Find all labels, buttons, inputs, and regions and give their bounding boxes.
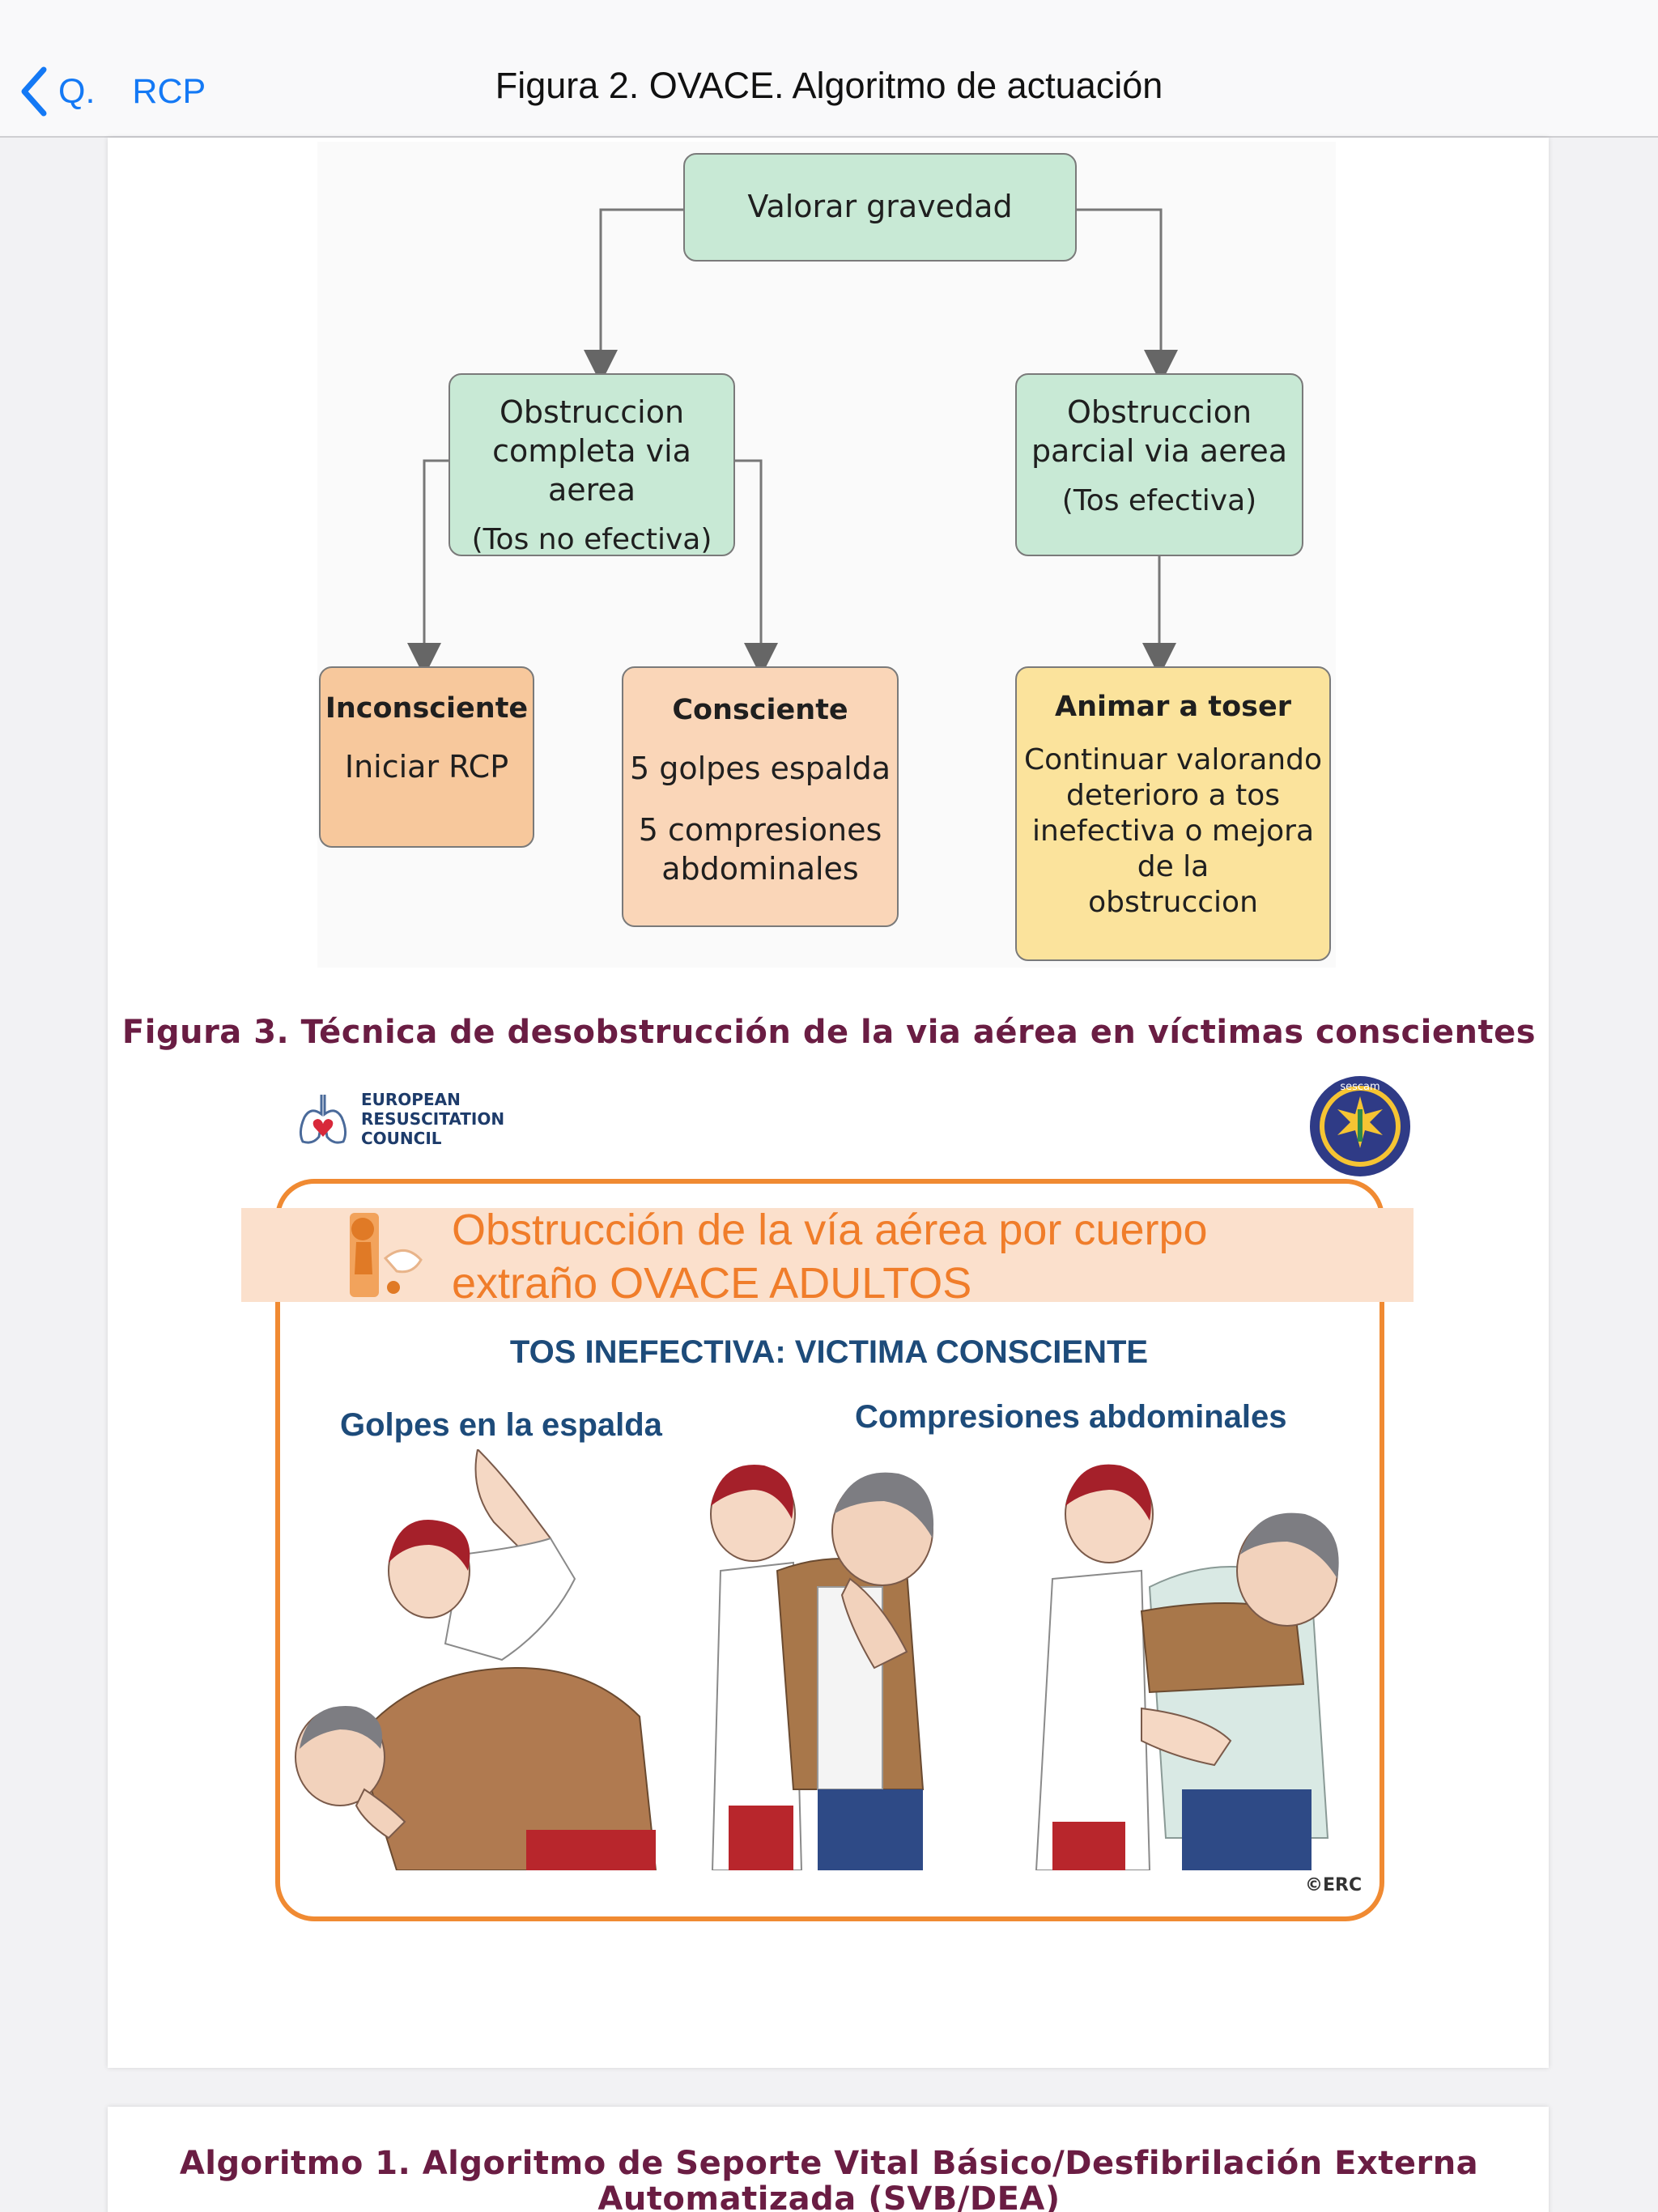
erc-line-2: RESUSCITATION <box>361 1109 505 1129</box>
encourage-line-2: deterioro a tos <box>1066 779 1280 812</box>
ovace-flowchart: Valorar gravedad Obstruccion completa vi… <box>317 142 1336 968</box>
flow-root-box: Valorar gravedad <box>683 153 1077 262</box>
back-short-label: Q. <box>58 71 96 111</box>
chevron-left-icon <box>21 66 47 117</box>
conscious-heading: Consciente <box>672 694 848 726</box>
poster-title-line-1: Obstrucción de la vía aérea por cuerpo <box>452 1206 1208 1254</box>
poster-title-band <box>241 1208 1414 1302</box>
page-title: Figura 2. OVACE. Algoritmo de actuación <box>495 65 1163 106</box>
partial-title-1: Obstruccion <box>1066 394 1252 430</box>
flow-root-label: Valorar gravedad <box>747 189 1013 224</box>
poster-frame <box>275 1179 1384 1921</box>
complete-title-1: Obstruccion <box>499 394 685 430</box>
unconscious-action: Iniciar RCP <box>344 749 509 785</box>
conscious-action-2b: abdominales <box>661 851 859 887</box>
poster-title: Obstrucción de la vía aérea por cuerpo e… <box>452 1203 1208 1310</box>
abdominal-thrust-side-illustration <box>710 1465 934 1870</box>
flow-conscious-box: Consciente 5 golpes espalda 5 compresion… <box>622 666 899 927</box>
abdominal-thrusts-label: Compresiones abdominales <box>855 1399 1287 1435</box>
complete-title-2: completa via aerea <box>492 433 691 508</box>
partial-title-2: parcial via aerea <box>1031 433 1288 469</box>
next-figure-card <box>108 2107 1549 2212</box>
figure-3-caption: Figura 3. Técnica de desobstrucción de l… <box>121 1014 1537 1051</box>
encourage-line-4: de la <box>1137 850 1209 883</box>
encourage-line-1: Continuar valorando <box>1024 743 1322 776</box>
poster-subtitle: TOS INEFECTIVA: VICTIMA CONSCIENTE <box>509 1334 1149 1370</box>
choking-person-icon <box>350 1213 423 1297</box>
erc-line-1: EUROPEAN <box>361 1090 461 1109</box>
encourage-heading: Animar a toser <box>1055 691 1291 723</box>
back-blows-label: Golpes en la espalda <box>340 1407 662 1443</box>
flow-partial-box: Obstruccion parcial via aerea (Tos efect… <box>1015 373 1303 556</box>
complete-note: (Tos no efectiva) <box>471 523 712 556</box>
flow-unconscious-box: Inconsciente Iniciar RCP <box>319 666 534 848</box>
algorithm-1-caption: Algoritmo 1. Algoritmo de Seporte Vital … <box>0 2146 1658 2212</box>
erc-copyright-mark: ©ERC <box>1305 1875 1363 1895</box>
partial-note: (Tos efectiva) <box>1061 484 1257 517</box>
navigation-bar: Q. RCP Figura 2. OVACE. Algoritmo de act… <box>0 0 1658 138</box>
conscious-action-1: 5 golpes espalda <box>629 751 891 786</box>
back-button[interactable]: Q. RCP <box>15 63 206 120</box>
sescam-seal-logo: sescam <box>1310 1076 1410 1176</box>
encourage-line-3: inefectiva o mejora <box>1031 815 1315 848</box>
algorithm-caption-line-2: Automatizada (SVB/DEA) <box>597 2180 1061 2212</box>
abdominal-thrust-front-illustration <box>1035 1464 1339 1870</box>
algorithm-caption-line-1: Algoritmo 1. Algoritmo de Seporte Vital … <box>179 2145 1479 2182</box>
erc-text: EUROPEAN RESUSCITATION COUNCIL <box>361 1090 504 1148</box>
flowchart-connectors <box>407 208 1178 677</box>
sescam-text: sescam <box>1340 1081 1380 1093</box>
back-blows-illustration <box>295 1449 657 1870</box>
poster-title-line-2: extraño OVACE ADULTOS <box>452 1259 972 1308</box>
erc-logo: EUROPEAN RESUSCITATION COUNCIL <box>295 1090 504 1148</box>
lungs-heart-icon <box>299 1095 347 1144</box>
flow-encourage-box: Animar a toser Continuar valorando deter… <box>1015 666 1331 961</box>
back-label[interactable]: RCP <box>132 71 206 111</box>
erc-line-3: COUNCIL <box>361 1129 442 1148</box>
conscious-action-2a: 5 compresiones <box>638 812 882 848</box>
flow-complete-box: Obstruccion completa via aerea (Tos no e… <box>449 373 735 556</box>
encourage-line-5: obstruccion <box>1088 886 1258 919</box>
unconscious-heading: Inconsciente <box>325 692 529 725</box>
